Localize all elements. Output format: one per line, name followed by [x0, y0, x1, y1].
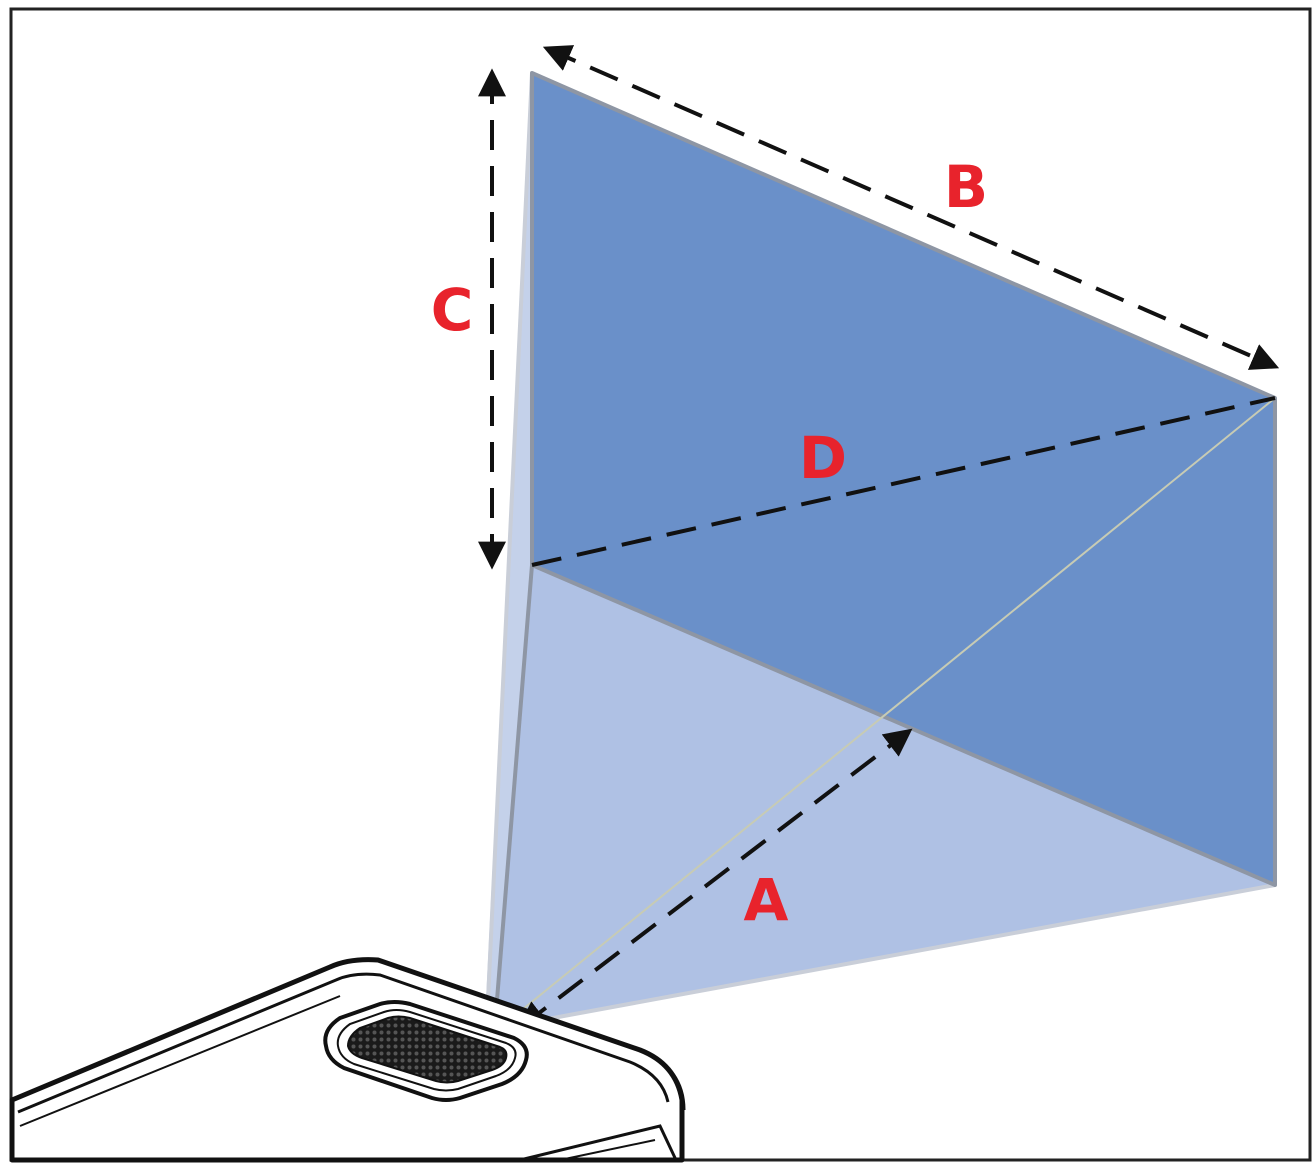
dimension-b-width: [542, 45, 1280, 370]
lens-grille-icon: [323, 1000, 529, 1102]
dimension-d-diagonal: [531, 396, 1276, 567]
projector-icon: [9, 957, 686, 1163]
beam-edge-top-left: [486, 72, 534, 1001]
beam-edge-bottom-left: [495, 564, 534, 1001]
label-c: C: [431, 276, 474, 344]
label-a: A: [744, 866, 789, 934]
label-d: D: [799, 424, 847, 492]
label-b: B: [944, 153, 988, 221]
dimension-a-distance: [517, 728, 913, 1030]
